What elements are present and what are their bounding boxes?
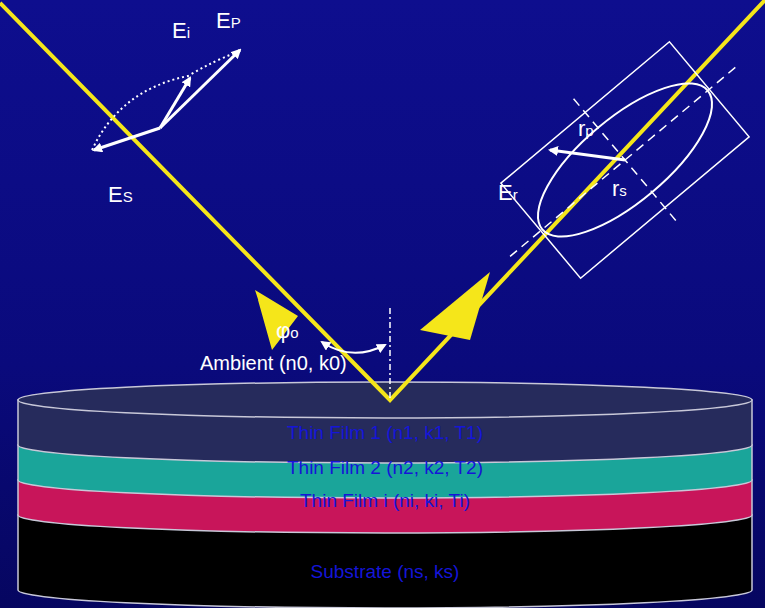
symbol-label: EP [216, 8, 241, 34]
symbol-label: Er [498, 180, 518, 206]
layer-label: Thin Film i (ni, ki, Ti) [300, 490, 470, 512]
symbol-label: Ei [172, 18, 190, 44]
layer-label: Thin Film 1 (n1, k1, T1) [287, 422, 483, 444]
layer-label: Substrate (ns, ks) [311, 561, 460, 583]
symbol-label: rs [612, 176, 627, 202]
layer-label: Thin Film 2 (n2, k2, T2) [287, 457, 483, 479]
layer-band: Thin Film 2 (n2, k2, T2) [40, 455, 730, 481]
layer-band: Thin Film 1 (n1, k1, T1) [40, 420, 730, 446]
symbol-label: rp [578, 116, 594, 142]
layer-band: Substrate (ns, ks) [40, 556, 730, 588]
symbol-label: φo [276, 318, 299, 344]
layer-band: Thin Film i (ni, ki, Ti) [40, 488, 730, 514]
medium-label: Ambient (n0, k0) [200, 352, 347, 375]
symbol-label: ES [108, 182, 133, 208]
